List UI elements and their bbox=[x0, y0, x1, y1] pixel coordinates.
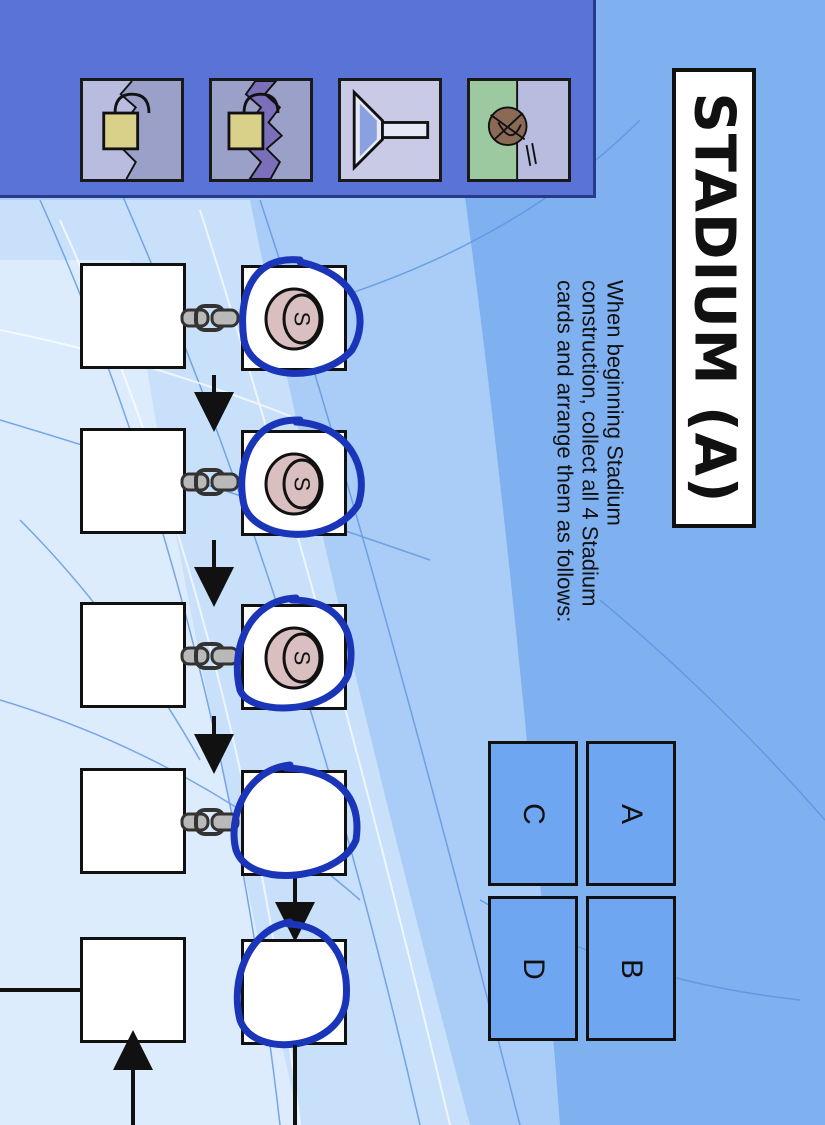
card-slot-left-3[interactable] bbox=[80, 602, 186, 708]
arrangement-cell-d: D bbox=[488, 896, 578, 1041]
card-slot-left-4[interactable] bbox=[80, 768, 186, 874]
crossed-out-grass-icon bbox=[467, 78, 571, 182]
card-slot-right-4[interactable] bbox=[241, 770, 347, 876]
padlock-cracked-icon bbox=[209, 78, 313, 182]
arrangement-letter: A bbox=[615, 803, 648, 824]
instruction-line: When beginning Stadium bbox=[602, 280, 628, 526]
card-slot-right-1[interactable] bbox=[241, 265, 347, 371]
card-slot-left-2[interactable] bbox=[80, 428, 186, 534]
card-slot-left-5[interactable] bbox=[80, 937, 186, 1043]
card-slot-right-3[interactable] bbox=[241, 604, 347, 710]
arrangement-letter: B bbox=[615, 958, 648, 979]
instruction-line: cards and arrange them as follows: bbox=[552, 280, 578, 623]
arrangement-cell-b: B bbox=[586, 896, 676, 1041]
arrangement-cell-c: C bbox=[488, 741, 578, 886]
arrangement-letter: D bbox=[517, 957, 550, 980]
arrangement-cell-a: A bbox=[586, 741, 676, 886]
title-banner bbox=[672, 68, 756, 528]
card-slot-right-2[interactable] bbox=[241, 430, 347, 536]
funnel-icon bbox=[338, 78, 442, 182]
page-title: STADIUM (A) bbox=[681, 92, 747, 504]
instructions-text: When beginning Stadium construction, col… bbox=[553, 280, 628, 720]
padlock-icon bbox=[80, 78, 184, 182]
card-slot-right-5[interactable] bbox=[241, 939, 347, 1045]
arrangement-letter: C bbox=[517, 802, 550, 825]
card-slot-left-1[interactable] bbox=[80, 263, 186, 369]
instruction-line: construction, collect all 4 Stadium bbox=[577, 280, 603, 607]
